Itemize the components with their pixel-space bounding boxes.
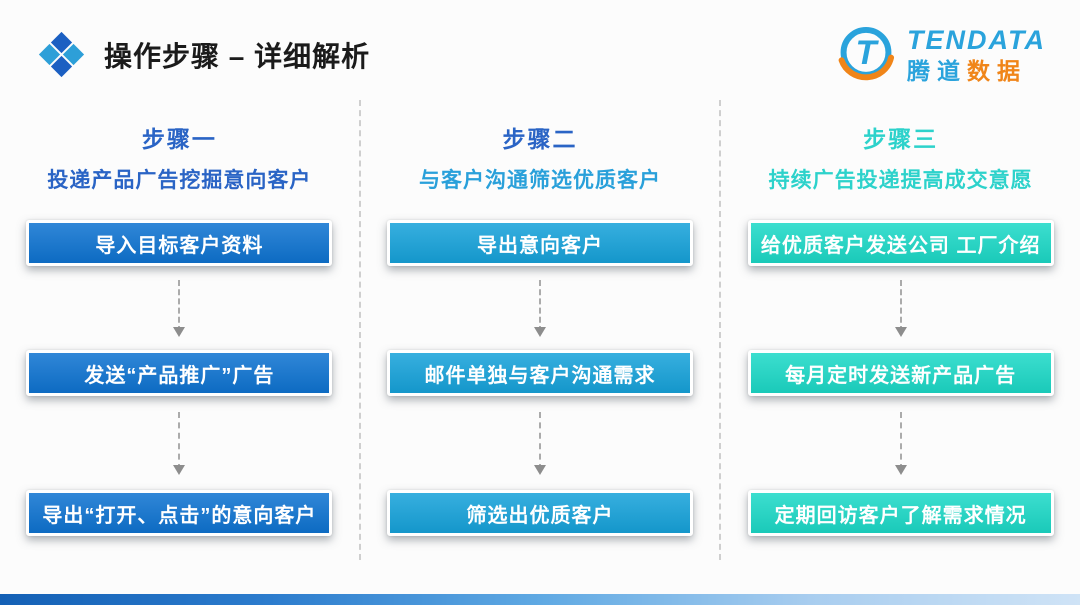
brand-name-en: TENDATA: [907, 25, 1046, 55]
down-arrow-icon: [894, 412, 907, 475]
tendata-logo-mark-icon: T: [838, 26, 895, 81]
down-arrow-icon: [534, 412, 546, 475]
step-column-2: 步骤二 与客户沟通筛选优质客户 导出意向客户 邮件单独与客户沟通需求 筛选出优质…: [358, 100, 720, 560]
step-3-box-2: 每月定时发送新产品广告: [747, 350, 1054, 396]
bottom-accent-bar: [0, 594, 1080, 605]
page-title: 操作步骤 – 详细解析: [104, 41, 371, 72]
header: 操作步骤 – 详细解析 T TENDATA 腾道数据: [0, 0, 1080, 86]
step-column-3: 步骤三 持续广告投递提高成交意愿 给优质客户发送公司 工厂介绍 每月定时发送新产…: [719, 100, 1080, 560]
step-3-subtitle: 持续广告投递提高成交意愿: [768, 169, 1033, 192]
step-2-subtitle: 与客户沟通筛选优质客户: [419, 169, 661, 192]
step-3-title: 步骤三: [863, 126, 939, 152]
brand-cn-orange: 数据: [967, 57, 1028, 84]
step-1-box-3: 导出“打开、点击”的意向客户: [26, 490, 333, 536]
step-1-box-1: 导入目标客户资料: [26, 220, 333, 266]
brand-name-cn: 腾道数据: [907, 57, 1046, 84]
diamond-logo-icon: [38, 31, 85, 78]
down-arrow-icon: [173, 412, 186, 475]
step-2-box-1: 导出意向客户: [387, 220, 693, 266]
down-arrow-icon: [534, 280, 546, 337]
down-arrow-icon: [894, 280, 907, 337]
logo-letter: T: [856, 34, 880, 72]
step-3-box-3: 定期回访客户了解需求情况: [747, 490, 1054, 536]
down-arrow-icon: [173, 280, 186, 337]
steps-container: 步骤一 投递产品广告挖掘意向客户 导入目标客户资料 发送“产品推广”广告 导出“…: [0, 100, 1080, 560]
tendata-logo: T TENDATA 腾道数据: [833, 23, 1046, 87]
step-1-box-2: 发送“产品推广”广告: [26, 350, 333, 396]
step-2-title: 步骤二: [502, 126, 578, 152]
step-3-box-1: 给优质客户发送公司 工厂介绍: [747, 220, 1054, 266]
step-1-subtitle: 投递产品广告挖掘意向客户: [47, 169, 312, 192]
step-column-1: 步骤一 投递产品广告挖掘意向客户 导入目标客户资料 发送“产品推广”广告 导出“…: [0, 100, 359, 560]
step-2-box-3: 筛选出优质客户: [387, 490, 693, 536]
step-2-box-2: 邮件单独与客户沟通需求: [387, 350, 693, 396]
brand-cn-blue: 腾道: [907, 57, 968, 84]
step-1-title: 步骤一: [141, 126, 217, 152]
brand-text: TENDATA 腾道数据: [907, 25, 1046, 84]
